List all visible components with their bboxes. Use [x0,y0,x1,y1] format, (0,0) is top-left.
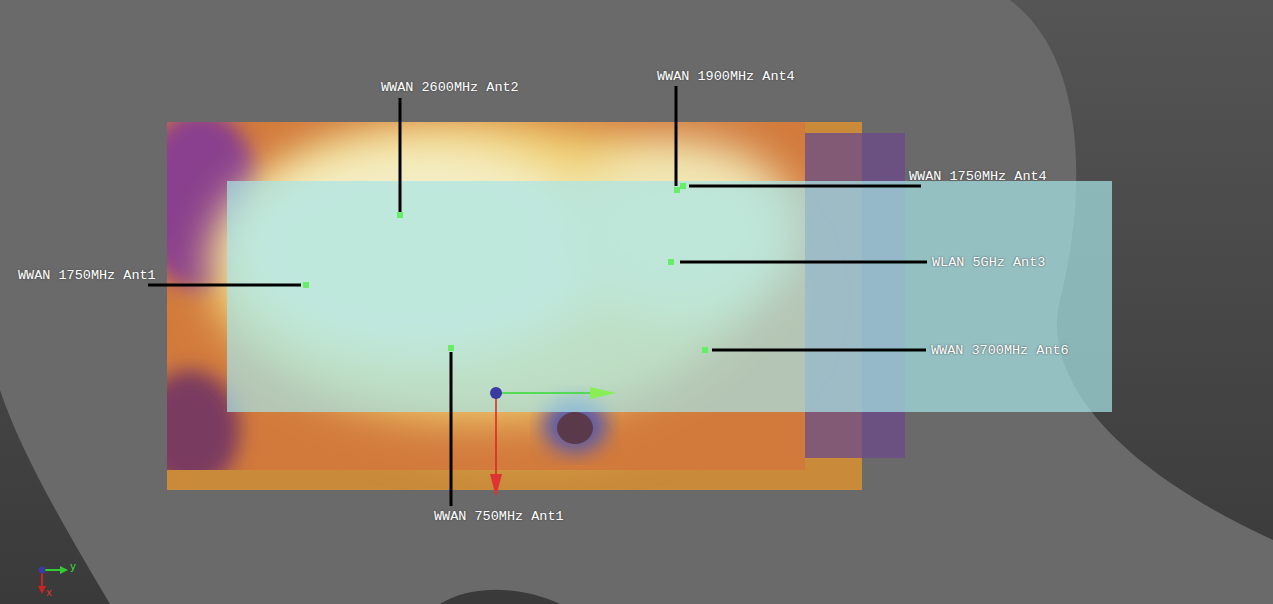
antenna-label: WWAN 1750MHz Ant1 [18,268,156,284]
antenna-label: WWAN 3700MHz Ant6 [931,343,1069,359]
antenna-plane [227,181,1112,412]
antenna-label: WWAN 750MHz Ant1 [434,509,564,525]
antenna-label: WWAN 1750MHz Ant4 [909,169,1047,185]
leader-lines [148,86,927,506]
antenna-label: WLAN 5GHz Ant3 [932,255,1045,271]
coordinate-axes [490,387,616,497]
antenna-points [303,183,708,353]
axis-label: y [70,562,76,573]
axis-label: x [46,588,52,599]
antenna-label: WWAN 1900MHz Ant4 [657,69,795,85]
axis-triad [38,566,68,594]
antenna-label: WWAN 2600MHz Ant2 [381,80,519,96]
